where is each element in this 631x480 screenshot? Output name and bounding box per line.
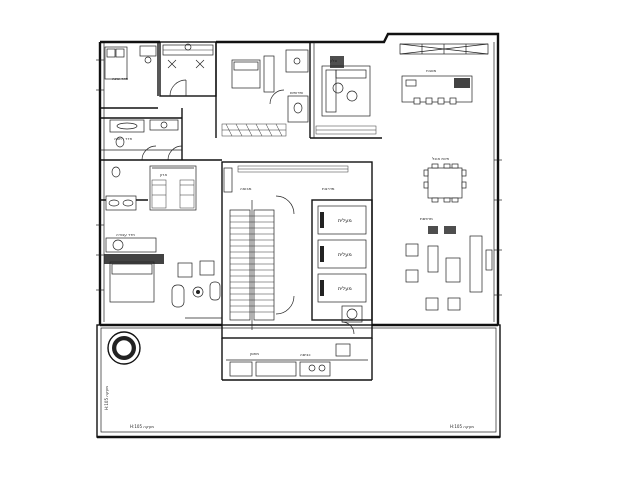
- terrace-label-bottom-right: H:105 מעקה: [450, 424, 474, 429]
- living-area: [310, 42, 473, 139]
- room-tag-kitchen: מטבח: [426, 68, 437, 73]
- room-tag-balcony: מרפסת: [420, 216, 433, 221]
- service-strip: [226, 343, 368, 377]
- room-tag-bedroom: חדר שינה: [112, 76, 129, 81]
- master-suite: [100, 159, 222, 319]
- stair-core: [221, 161, 373, 381]
- stair-note: מדרגות: [322, 186, 335, 191]
- room-tag-storage: מחסן: [250, 351, 259, 356]
- room-tag-bathroom: חדר רחצה: [114, 136, 133, 141]
- hot-tub: [107, 331, 141, 365]
- room-tag-lobby: מבואה: [240, 186, 252, 191]
- room-tag-toilet: שירותים: [290, 90, 303, 95]
- shaft-label-1: מעלית: [338, 218, 352, 224]
- elevator-shafts: מעלית מעלית מעלית: [311, 199, 373, 323]
- room-tag-laundry: כביסה: [300, 352, 311, 357]
- terrace-label-left: H:105 מעקה: [104, 386, 109, 410]
- lounge-area: [405, 226, 493, 311]
- dining-area: [423, 163, 467, 203]
- bedroom-top-left: [100, 42, 159, 109]
- shaft-label-2: מעלית: [338, 252, 352, 258]
- terrace-parapet: [96, 324, 501, 439]
- building-outline: [96, 32, 502, 327]
- room-tag-dining: פינת אוכל: [432, 156, 450, 161]
- room-tag-living: סלון: [330, 58, 337, 63]
- wardrobe-room-top: [159, 41, 217, 97]
- room-tag-study: חדר עבודה: [116, 232, 135, 237]
- shaft-label-3: מעלית: [338, 286, 352, 292]
- bedroom-top-center: [215, 42, 311, 138]
- bathroom-left-upper: [100, 108, 183, 161]
- terrace-label-bottom-left: H:105 מעקה: [130, 424, 154, 429]
- plan-labels: H:105 מעקה H:105 מעקה H:105 מעקה מדרגות …: [104, 58, 474, 429]
- room-tag-closet: ארון: [160, 172, 167, 177]
